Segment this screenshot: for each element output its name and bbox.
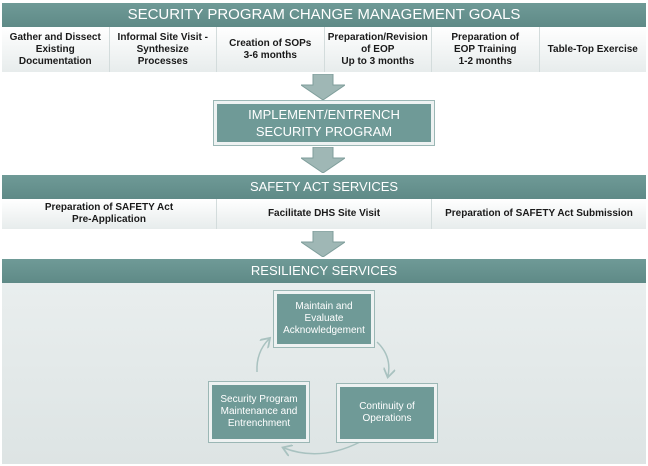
cycle-arrow (284, 441, 361, 454)
cycle-arrow (376, 341, 389, 376)
down-arrow-icon (301, 74, 345, 100)
safety-item: Facilitate DHS Site Visit (217, 199, 432, 229)
goal-step: Table-Top Exercise (539, 27, 646, 72)
resiliency-title: RESILIENCY SERVICES (250, 263, 398, 278)
resiliency-title-bar: RESILIENCY SERVICES (2, 259, 646, 283)
down-arrow-icon (301, 231, 345, 257)
safety-item: Preparation of SAFETY Act Submission (432, 199, 646, 229)
down-arrow-icon (301, 147, 345, 173)
safety-title-bar: SAFETY ACT SERVICES (2, 175, 646, 199)
goals-title: SECURITY PROGRAM CHANGE MANAGEMENT GOALS (127, 6, 521, 23)
goals-title-bar: SECURITY PROGRAM CHANGE MANAGEMENT GOALS (2, 3, 646, 27)
cycle-arrow (256, 339, 269, 373)
safety-title: SAFETY ACT SERVICES (249, 179, 399, 194)
